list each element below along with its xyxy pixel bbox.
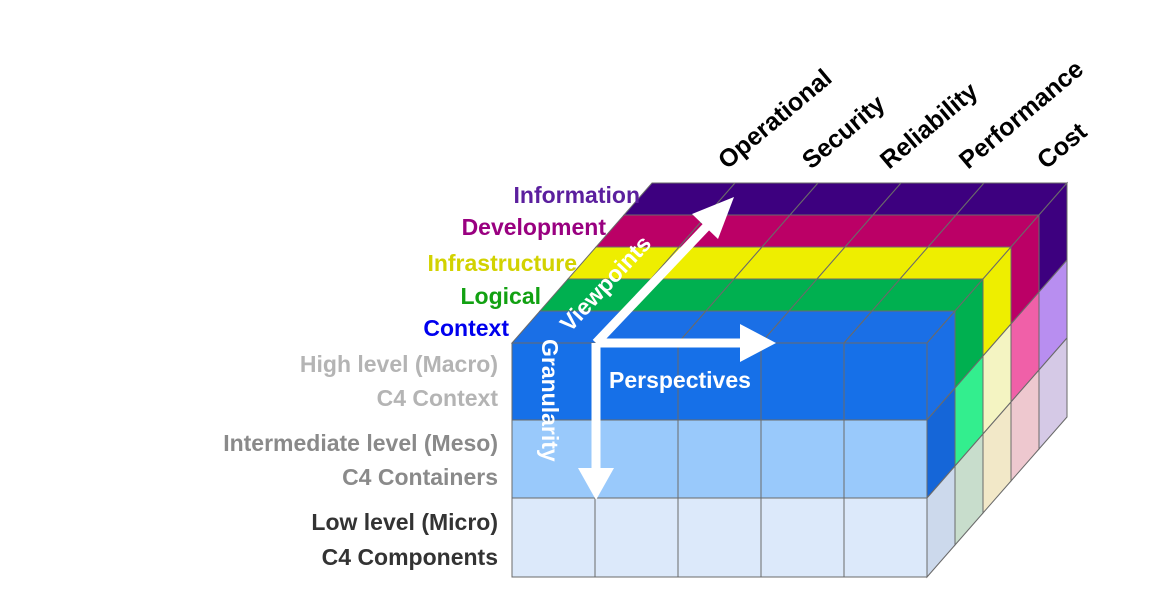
perspectives-axis-label: Perspectives xyxy=(609,367,751,393)
granularity-axis-label: Granularity xyxy=(537,339,563,462)
front-cell xyxy=(511,497,596,578)
viewpoint-label-information: Information xyxy=(514,182,641,208)
cube-faces xyxy=(510,181,1069,579)
granularity-level-label: High level (Macro) xyxy=(300,351,498,377)
front-cell xyxy=(843,419,928,499)
granularity-c4-label: C4 Components xyxy=(322,544,498,570)
front-cell xyxy=(594,419,679,499)
granularity-level-label: Intermediate level (Meso) xyxy=(223,430,498,456)
viewpoints-arrow-shaft xyxy=(592,221,712,347)
granularity-c4-label: C4 Context xyxy=(377,385,499,411)
perspectives-arrowhead xyxy=(740,324,776,362)
front-cell xyxy=(594,497,679,578)
viewpoint-label-development: Development xyxy=(462,214,607,240)
front-cell xyxy=(843,497,928,578)
front-cell xyxy=(677,497,762,578)
perspective-label-cost: Cost xyxy=(1032,117,1093,175)
axis-arrows xyxy=(578,197,776,500)
viewpoint-label-context: Context xyxy=(423,315,509,341)
granularity-level-label: Low level (Micro) xyxy=(311,509,498,535)
front-cell xyxy=(760,419,845,499)
front-cell xyxy=(677,419,762,499)
front-cell xyxy=(760,342,845,421)
viewpoint-label-logical: Logical xyxy=(460,283,541,309)
front-cell xyxy=(843,342,928,421)
front-cell xyxy=(760,497,845,578)
viewpoints-arrowhead xyxy=(692,197,734,239)
granularity-c4-label: C4 Containers xyxy=(342,464,498,490)
granularity-arrowhead xyxy=(578,468,614,500)
viewpoint-label-infrastructure: Infrastructure xyxy=(427,250,577,276)
